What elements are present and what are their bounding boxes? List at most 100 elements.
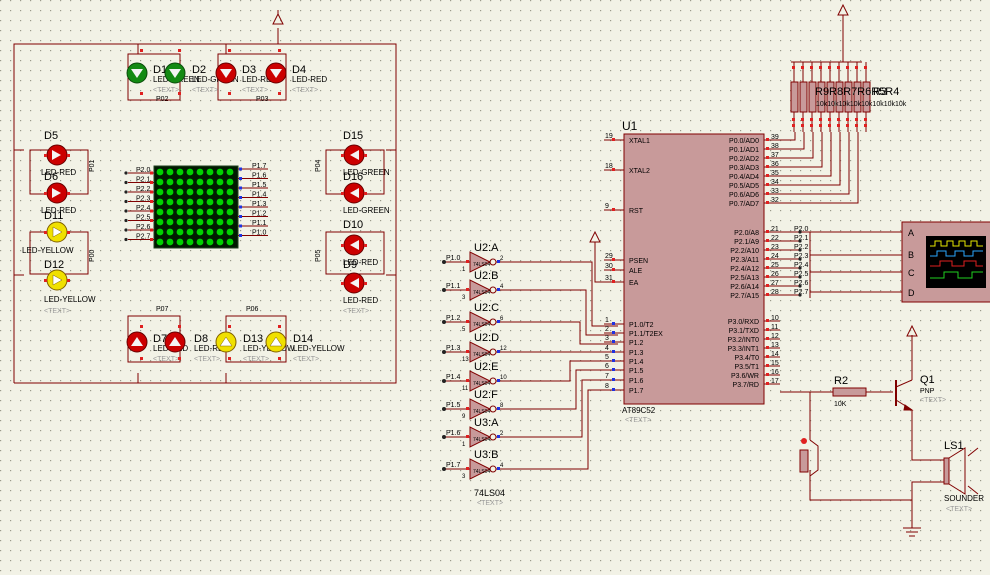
matrix-dot [206, 198, 214, 206]
led-ref: D14 [293, 333, 313, 345]
inverter-gate-label: U2:A [474, 242, 499, 254]
oscilloscope[interactable]: A B C D [901, 221, 990, 303]
mcu-pin-number: 21 [771, 226, 779, 233]
led-d12[interactable]: D12 LED-YELLOW <TEXT> [44, 259, 96, 315]
speaker-ls1[interactable]: LS1 SOUNDER <TEXT> [943, 440, 984, 513]
matrix-dot [216, 168, 224, 176]
led-ref: D11 [44, 210, 63, 222]
speaker-text: <TEXT> [946, 506, 972, 513]
led-value: LED-YELLOW [293, 344, 345, 353]
inverter-net-label: P1.3 [446, 345, 461, 352]
power-terminal-top[interactable] [272, 10, 284, 25]
port-label-p03: P03 [256, 96, 269, 103]
led-d8[interactable]: D8 LED-RED <TEXT> [164, 331, 229, 363]
transistor-q1[interactable]: Q1 PNP <TEXT> [895, 374, 946, 411]
matrix-dot [176, 238, 184, 246]
rpack-overlap-label: R9R8R7R6R5R4 [815, 86, 899, 98]
matrix-dot [206, 238, 214, 246]
led-d4[interactable]: D4 LED-RED <TEXT> [265, 62, 327, 94]
matrix-dot [156, 238, 164, 246]
led-value: LED-GREEN [343, 168, 390, 177]
led-d9[interactable]: D9 LED-RED <TEXT> [343, 259, 378, 315]
mcu-pin-number: 33 [771, 188, 779, 195]
inverter-pin-in: 1 [462, 442, 466, 448]
resistor-pack[interactable]: R9R8R7R6R5R4 R3 10k10k10k10k10k10k10k10k [790, 3, 907, 132]
driver-circuit-wires [780, 335, 944, 520]
led-ref: D12 [44, 259, 64, 271]
mcu-pin-name: P2.5/A13 [730, 275, 759, 282]
inverter-pin-out: 2 [500, 431, 504, 437]
matrix-dot [186, 198, 194, 206]
mcu-pin-number: 19 [605, 133, 613, 140]
led-ref: D2 [192, 64, 206, 76]
matrix-dot [186, 178, 194, 186]
matrix-pin-label: P2.7 [136, 234, 151, 241]
led-d14[interactable]: D14 LED-YELLOW <TEXT> [265, 331, 345, 363]
scope-channel-c: C [908, 268, 915, 278]
matrix-dot [156, 188, 164, 196]
matrix-dot [206, 208, 214, 216]
mcu-pin-name: P0.5/AD5 [729, 183, 759, 190]
resistor-r2[interactable]: R2 10K [832, 375, 867, 408]
led-d2[interactable]: D2 LED-GREEN <TEXT> [164, 62, 239, 94]
led-d11[interactable]: D11 LED-YELLOW [22, 210, 74, 255]
matrix-pin-label: P1.1 [252, 220, 267, 227]
mcu-pin-name: P3.7/RD [733, 382, 759, 389]
led-d3[interactable]: D3 LED-RED <TEXT> [215, 62, 277, 94]
vcc-terminal-right[interactable] [906, 324, 918, 337]
inverter-to-mcu-wires [500, 261, 618, 470]
rpack-values: 10k10k10k10k10k10k10k10k [816, 101, 907, 108]
matrix-left-pins: P2.0P2.1P2.2P2.3P2.4P2.5P2.6P2.7 [124, 167, 154, 242]
led-text: <TEXT> [153, 356, 179, 363]
matrix-dot [196, 228, 204, 236]
inverter-net-label: P1.5 [446, 402, 461, 409]
matrix-dot [156, 228, 164, 236]
matrix-pin-label: P1.4 [252, 192, 267, 199]
led-text: <TEXT> [293, 356, 319, 363]
inverter-chip-mark: 74LS04 [473, 381, 490, 387]
port-label-p02: P02 [156, 96, 169, 103]
led-d16[interactable]: D16 LED-GREEN [343, 171, 390, 215]
q1-ref: Q1 [920, 374, 935, 386]
led-matrix[interactable]: P2.0P2.1P2.2P2.3P2.4P2.5P2.6P2.7 P1.7P1.… [124, 163, 268, 249]
mcu-pin-name: P3.1/TXD [729, 328, 759, 335]
mcu-pin-number: 23 [771, 244, 779, 251]
mcu-pin-number: 34 [771, 179, 779, 186]
matrix-dot [156, 208, 164, 216]
inverter-gate-label: U2:B [474, 270, 498, 282]
mcu-pin-number: 39 [771, 134, 779, 141]
led-ref: D16 [343, 171, 363, 183]
mcu-pin-number: 13 [771, 342, 779, 349]
mcu-pin-number: 22 [771, 235, 779, 242]
led-value: LED-YELLOW [44, 295, 96, 304]
matrix-dot [226, 238, 234, 246]
mcu-pin-name: ALE [629, 268, 643, 275]
led-ref: D9 [343, 259, 357, 271]
mcu-pin-name: P3.3/INT1 [727, 346, 759, 353]
matrix-dot [206, 168, 214, 176]
matrix-dot [176, 168, 184, 176]
inverter-chip-mark: 74LS04 [473, 409, 490, 415]
pullup-arrow[interactable] [837, 3, 849, 16]
inverter-gate-label: U2:E [474, 361, 498, 373]
push-button[interactable] [799, 438, 819, 477]
led-value: LED-GREEN [192, 75, 239, 84]
led-value: LED-RED [41, 168, 76, 177]
led-d15[interactable]: D15 LED-GREEN [343, 130, 390, 177]
mcu-pin-number: 36 [771, 161, 779, 168]
matrix-dot [166, 228, 174, 236]
matrix-dot [196, 218, 204, 226]
inverter-chip-mark: 74LS04 [473, 352, 490, 358]
led-d6[interactable]: D6 LED-RED [41, 171, 76, 215]
led-ref: D6 [44, 171, 58, 183]
mcu-at89c52[interactable]: U1 AT89C52 <TEXT> 19XTAL118XTAL29RST29PS… [604, 119, 780, 424]
